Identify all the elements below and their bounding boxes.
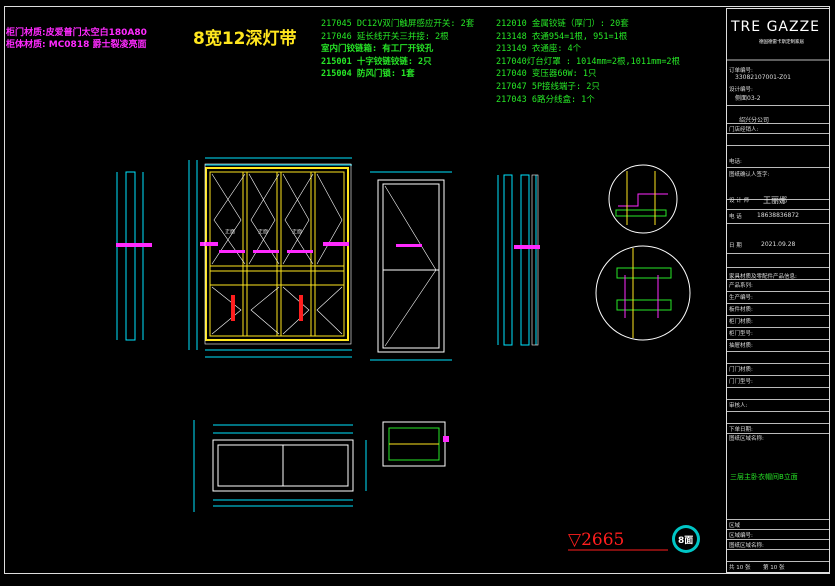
elevation-marker: ▽2665 [568, 530, 625, 550]
material-note-door: 柜门材质:皮爱普门太空白180A80 [6, 28, 147, 38]
spec-item: 217043 6路分线盒: 1个 [496, 94, 595, 105]
spec-item: 215004 防风门锁: 1套 [321, 69, 415, 80]
spec-item: 217045 DC12V双门触屏感应开关: 2套 [321, 19, 475, 29]
detail-circle-bottom [595, 245, 691, 341]
plan-view [193, 420, 367, 512]
profile-mid [531, 174, 539, 346]
side-profile-left [116, 171, 144, 341]
drawing-name-label: 图纸区域名称: [729, 436, 764, 442]
spec-item: 217046 延长线开关三并接: 2根 [321, 31, 449, 42]
spec-item: 213149 衣通座: 4个 [496, 44, 582, 55]
field-label: 门门型号: [729, 379, 753, 385]
date-label: 日 期 [729, 243, 742, 249]
sheet-total: 共 10 张 [729, 565, 751, 571]
material-notes: 柜门材质:皮爱普门太空白180A80 柜体材质: MC0818 爵士裂凌亮面 [6, 27, 147, 51]
spec-list-2: 212010 金属铰链（厚门）: 20套 213148 衣通954=1根, 95… [496, 18, 680, 106]
field-label: 柜门型号: [729, 331, 753, 337]
front-elevation [200, 163, 352, 345]
spec-item: 217040灯台灯罩 : 1014mm=2根,1011mm=2根 [496, 56, 681, 67]
spec-item: 217040 变压器60W: 1只 [496, 69, 597, 80]
profile-right [497, 174, 537, 346]
area-number-label: 区域编号: [729, 533, 753, 539]
spec-item: 215001 十字铰链铰链: 2只 [321, 56, 432, 67]
area-drawing-label: 图纸区域名称: [729, 543, 764, 549]
spec-list-1: 217045 DC12V双门触屏感应开关: 2套 217046 延长线开关三并接… [321, 18, 474, 81]
field-label: 审核人: [729, 403, 748, 409]
date-value: 2021.09.28 [761, 241, 796, 248]
drawing-title: 8宽12深灯带 [193, 29, 297, 49]
sheet-number: 第 10 张 [763, 565, 785, 571]
field-label: 板件材质: [729, 307, 753, 313]
plan-detail [382, 421, 449, 467]
signature-label: 图纸确认人签字: [729, 172, 770, 178]
designer-name: 王丽娜 [763, 196, 787, 205]
phone-label-top: 电话: [729, 159, 742, 165]
field-label: 柜门材质: [729, 319, 753, 325]
field-label: 门门材质: [729, 367, 753, 373]
order-label: 订单编号: [729, 68, 753, 74]
spec-item: 217047 5P接线端子: 2只 [496, 81, 600, 92]
side-section [370, 171, 452, 361]
spec-item: 室内门铰链箱: 有工厂开铰孔 [321, 44, 434, 55]
brand-subtitle: 德国德雷卡斯定制家居 [759, 40, 804, 45]
spec-item: 213148 衣通954=1根, 951=1根 [496, 31, 628, 42]
area-label: 区域 [729, 523, 741, 529]
material-note-body: 柜体材质: MC0818 爵士裂凌亮面 [6, 40, 147, 50]
field-label: 产品系列: [729, 283, 753, 289]
section-badge-icon [672, 525, 700, 553]
brand-logo: TRE GAZZE [731, 19, 821, 35]
room-name: 三层主卧衣帽间B立面 [730, 473, 798, 481]
handle [231, 295, 235, 321]
field-label: 抽屉材质: [729, 343, 753, 349]
phone-label: 电 话 [729, 214, 742, 220]
field-label: 生产编号: [729, 295, 753, 301]
design-number: 侧面03-2 [735, 95, 761, 102]
designer-phone: 18638836872 [757, 212, 799, 219]
handle [299, 295, 303, 321]
title-block: TRE GAZZE 德国德雷卡斯定制家居 订单编号: 33082107001-Z… [726, 8, 830, 573]
product-info-label: 家具材质及零配件产品信息: [729, 274, 797, 280]
designer-label: 设 计 师 [729, 198, 749, 204]
dealer-label: 门店经销人: [729, 127, 759, 133]
section-badge-label: 8面 [678, 536, 694, 546]
field-label: 下单日期: [729, 427, 753, 433]
magenta-label [116, 243, 152, 247]
order-number: 33082107001-Z01 [735, 74, 791, 81]
design-no-label: 设计编号: [729, 87, 753, 93]
front-label: 正面 [225, 229, 236, 235]
detail-circle-top [608, 164, 678, 234]
front-label: 正面 [258, 229, 269, 235]
front-label: 正面 [292, 229, 303, 235]
spec-item: 212010 金属铰链（厚门）: 20套 [496, 19, 629, 29]
company: 绍兴分公司 [739, 117, 770, 124]
